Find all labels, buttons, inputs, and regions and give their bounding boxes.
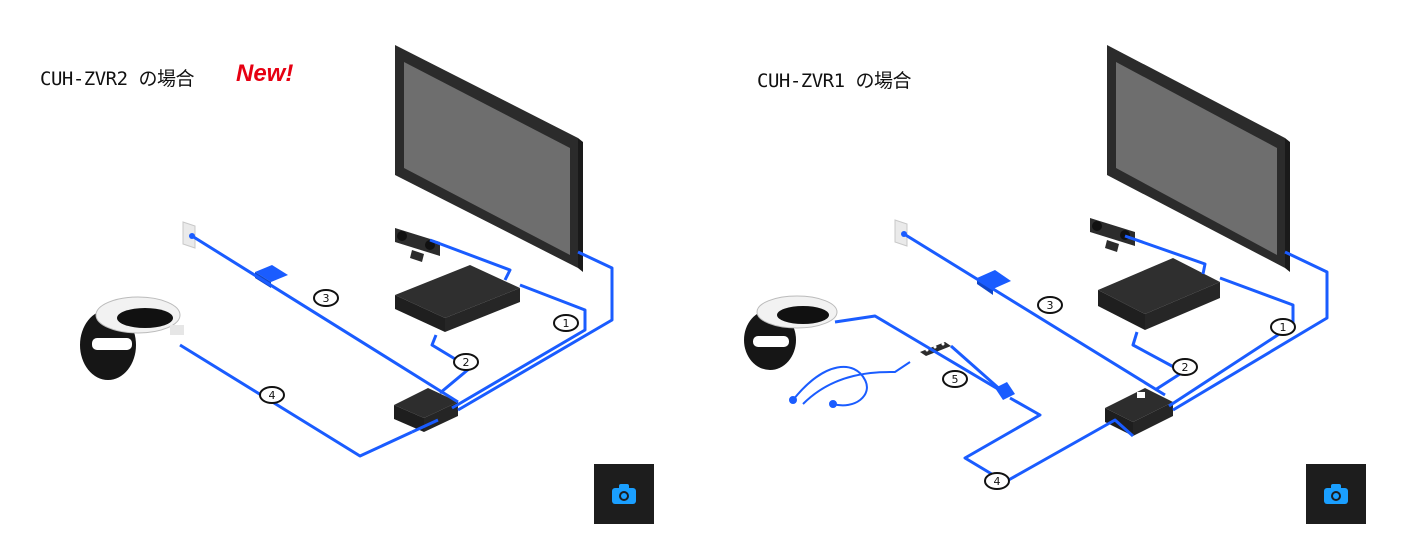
connection-cable-box-illustration	[995, 382, 1015, 400]
callout-3: 3	[1037, 296, 1063, 314]
callout-4: 4	[984, 472, 1010, 490]
svg-text:5: 5	[952, 373, 959, 386]
callout-1: 1	[1270, 318, 1296, 336]
camera-icon	[612, 484, 636, 504]
callout-3: 3	[313, 289, 339, 307]
svg-text:4: 4	[994, 475, 1001, 488]
callout-5: 5	[942, 370, 968, 388]
svg-text:3: 3	[323, 292, 330, 305]
ps4-console-illustration	[395, 265, 520, 332]
camera-illustration	[1090, 218, 1135, 252]
screenshot-button[interactable]	[594, 464, 654, 524]
cables	[179, 234, 614, 458]
tv-illustration	[1107, 45, 1290, 272]
earphones-illustration	[789, 361, 911, 408]
ps4-console-illustration	[1098, 258, 1220, 330]
svg-text:4: 4	[269, 389, 276, 402]
diagram-panel-zvr1: CUH-ZVR1 の場合	[705, 0, 1410, 558]
diagram-panel-zvr2: CUH-ZVR2 の場合 New!	[40, 45, 654, 524]
callout-4: 4	[259, 386, 285, 404]
vr-headset-illustration	[744, 295, 838, 370]
panel-title: CUH-ZVR2 の場合	[40, 68, 194, 90]
svg-text:2: 2	[1182, 361, 1189, 374]
svg-text:1: 1	[1280, 321, 1287, 334]
vr-headset-illustration	[80, 296, 184, 380]
callout-1: 1	[553, 314, 579, 332]
cables	[834, 232, 1329, 484]
callout-2: 2	[453, 353, 479, 371]
svg-text:2: 2	[463, 356, 470, 369]
processor-unit-illustration	[394, 388, 458, 432]
inline-remote-illustration	[920, 342, 951, 356]
tv-illustration	[395, 45, 583, 272]
connection-diagram: 1 2 3 4 5	[744, 45, 1329, 490]
new-badge: New!	[236, 60, 294, 87]
svg-text:3: 3	[1047, 299, 1054, 312]
screenshot-button[interactable]	[1306, 464, 1366, 524]
connection-diagram: 1 2 3 4	[80, 45, 614, 458]
camera-icon	[1324, 484, 1348, 504]
svg-text:1: 1	[563, 317, 570, 330]
callout-2: 2	[1172, 358, 1198, 376]
camera-illustration	[395, 228, 440, 262]
panel-title: CUH-ZVR1 の場合	[757, 70, 911, 92]
